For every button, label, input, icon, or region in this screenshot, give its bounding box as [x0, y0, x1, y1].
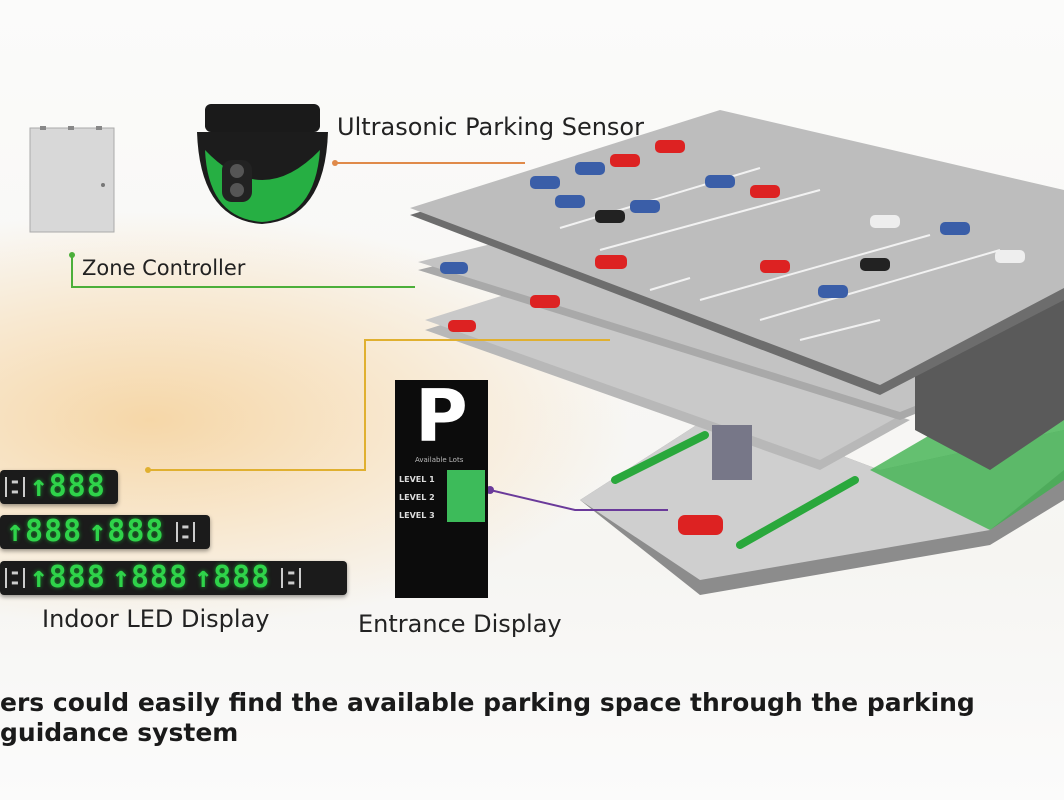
led-tag: ▬▬ [5, 477, 25, 497]
led-tag: ▬▬ [281, 568, 301, 588]
level-label: LEVEL 3 [399, 511, 435, 520]
zone-controller-box [29, 126, 115, 233]
led-digits: ↑888 [6, 514, 83, 549]
led-digits: ↑888 [29, 560, 106, 595]
level-label: LEVEL 1 [399, 475, 435, 484]
led-digits: ↑888 [111, 560, 189, 595]
indoor-led-label: Indoor LED Display [42, 605, 270, 633]
entrance-display-panel: P Available Lots LEVEL 1 LEVEL 2 LEVEL 3 [395, 380, 488, 598]
level-label: LEVEL 2 [399, 493, 435, 502]
cars [440, 140, 1025, 535]
led-connector [148, 339, 610, 471]
controller-connector [71, 255, 415, 288]
toll-booth [712, 425, 752, 480]
led-display-1: ▬▬ ↑888 [0, 470, 118, 504]
entrance-display-label: Entrance Display [358, 610, 562, 638]
led-display-2: ↑888 ↑888 ▬▬ [0, 515, 210, 549]
led-display-3: ▬▬ ↑888 ↑888 ↑888 ▬▬ [0, 561, 347, 595]
zone-controller-label: Zone Controller [82, 256, 246, 280]
parking-letter: P [415, 374, 468, 458]
led-digits: ↑888 [194, 560, 271, 595]
ultrasonic-sensor-device [197, 104, 328, 224]
availability-grid [447, 470, 485, 522]
led-tag: ▬▬ [175, 522, 196, 542]
led-digits: ↑888 [29, 469, 106, 504]
available-lots-label: Available Lots [415, 456, 464, 464]
caption: ers could easily find the available park… [0, 688, 975, 747]
sensor-label: Ultrasonic Parking Sensor [337, 113, 644, 141]
green-barriers [611, 431, 859, 549]
led-digits: ↑888 [88, 514, 165, 549]
entrance-connector [489, 489, 668, 511]
building [915, 290, 1064, 470]
led-tag: ▬▬ [5, 568, 25, 588]
